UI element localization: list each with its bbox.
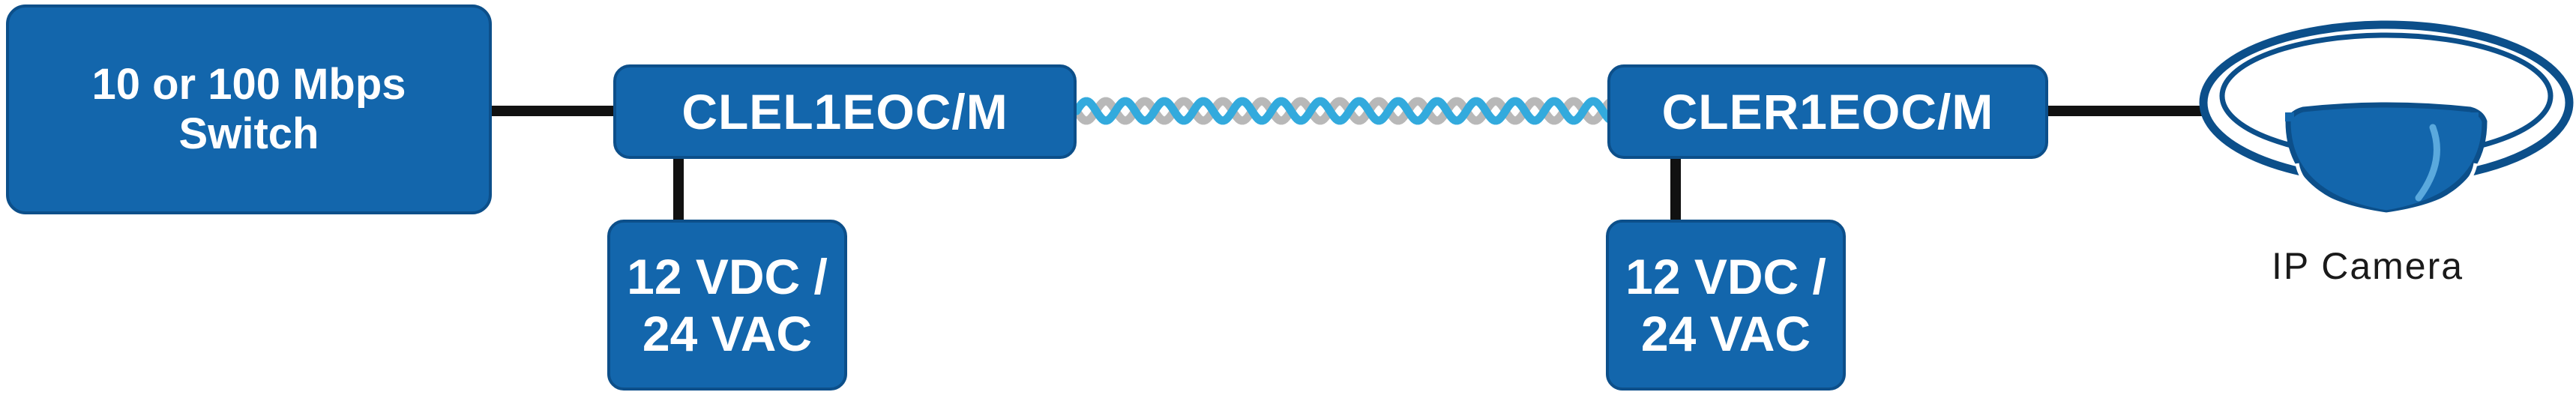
switch-speed-label: 10 or 100 Mbps bbox=[91, 60, 406, 109]
local-power-line2: 24 VAC bbox=[642, 306, 813, 361]
remote-power-line1: 12 VDC / bbox=[1625, 249, 1826, 304]
local-unit-box: CLEL1EOC/M bbox=[613, 64, 1077, 159]
remote-to-camera-wire bbox=[2047, 106, 2205, 116]
remote-to-power-wire bbox=[1670, 157, 1681, 222]
remote-unit-box: CLER1EOC/M bbox=[1607, 64, 2048, 159]
switch-label: Switch bbox=[178, 109, 319, 158]
cable-strand-blue bbox=[1072, 97, 1613, 125]
local-to-power-wire bbox=[673, 157, 684, 222]
remote-power-box: 12 VDC / 24 VAC bbox=[1606, 220, 1846, 391]
camera-label: IP Camera bbox=[2272, 245, 2464, 287]
cable-strand-gray bbox=[1072, 97, 1613, 125]
network-switch-box: 10 or 100 Mbps Switch bbox=[6, 4, 492, 214]
switch-to-local-wire bbox=[492, 106, 615, 116]
remote-unit-label: CLER1EOC/M bbox=[1661, 84, 1994, 139]
local-unit-label: CLEL1EOC/M bbox=[681, 84, 1008, 139]
remote-power-line2: 24 VAC bbox=[1640, 306, 1811, 361]
local-power-line1: 12 VDC / bbox=[627, 249, 828, 304]
local-power-box: 12 VDC / 24 VAC bbox=[607, 220, 847, 391]
